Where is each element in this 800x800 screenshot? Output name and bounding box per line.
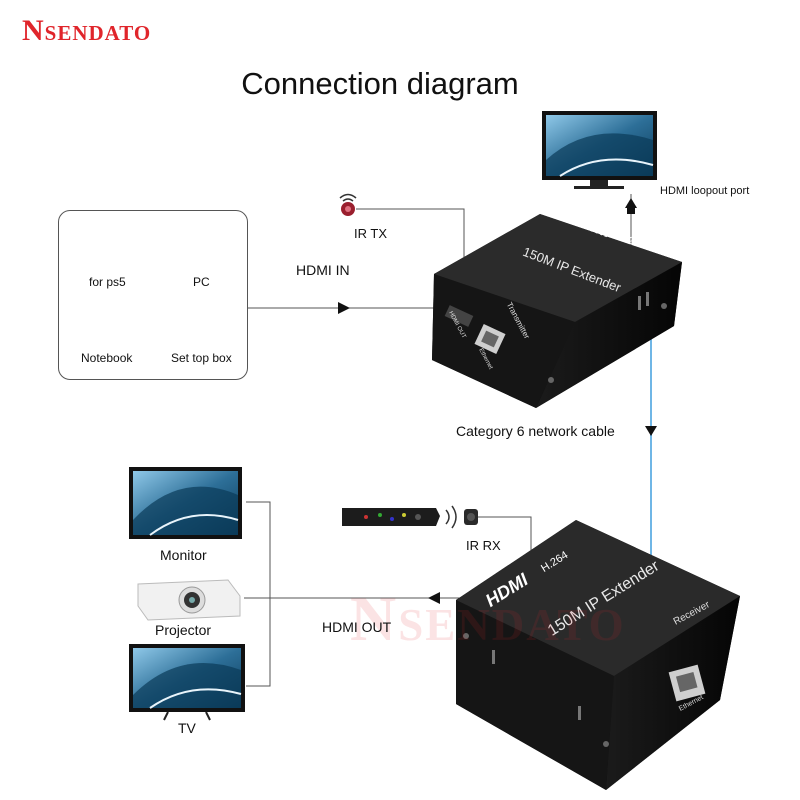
- source-label-settop: Set top box: [171, 351, 232, 365]
- page-title: Connection diagram: [241, 66, 519, 101]
- monitor-device: [129, 467, 242, 539]
- source-devices-panel: for ps5 PC Notebook Set top box: [58, 210, 248, 380]
- output-label-projector: Projector: [155, 622, 212, 638]
- remote-control: [342, 508, 440, 526]
- cat6-arrow: [645, 426, 657, 436]
- source-label-ps5: for ps5: [89, 275, 126, 289]
- loopout-monitor: [542, 111, 657, 189]
- ir-rx-label: IR RX: [466, 538, 501, 553]
- brand-logo: Nsendato: [22, 14, 152, 47]
- projector-device: [137, 579, 241, 621]
- hdmi-loopout-label: HDMI loopout port: [660, 185, 750, 197]
- watermark: Nsendato: [350, 583, 626, 654]
- tv-device: [129, 644, 245, 721]
- output-bus: [246, 501, 271, 687]
- output-label-monitor: Monitor: [160, 547, 207, 563]
- ir-tx-emitter: [339, 193, 357, 216]
- ir-tx-label: IR TX: [354, 226, 387, 241]
- transmitter-box: [432, 214, 682, 408]
- hdmi-out-label: HDMI OUT: [322, 619, 392, 635]
- hdmi-out-arrow: [428, 592, 440, 604]
- loopout-arrow: [625, 198, 637, 208]
- ir-rx-receiver: [445, 505, 478, 529]
- source-label-notebook: Notebook: [81, 351, 133, 365]
- ir-rx-wire: [476, 516, 532, 558]
- hdmi-in-label: HDMI IN: [296, 262, 350, 278]
- source-label-pc: PC: [193, 275, 210, 289]
- hdmi-in-arrow: [338, 302, 350, 314]
- cat6-label: Category 6 network cable: [456, 423, 615, 439]
- receiver-box: [456, 520, 740, 790]
- ir-tx-wire: [356, 208, 465, 262]
- output-label-tv: TV: [178, 720, 196, 736]
